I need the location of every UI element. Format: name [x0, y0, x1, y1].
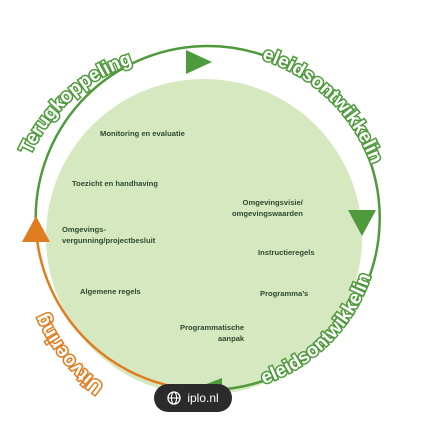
label-programmas: Programma’s — [260, 289, 309, 298]
badge-label: iplo.nl — [187, 391, 219, 405]
label-omgevingsvisie: Omgevingsvisie/ omgevingswaarden — [232, 198, 303, 218]
arrow-top-icon — [186, 50, 212, 74]
globe-icon — [167, 391, 181, 405]
inner-circle — [46, 79, 362, 395]
label-toezicht: Toezicht en handhaving — [72, 179, 158, 188]
label-instructieregels: Instructieregels — [258, 248, 315, 257]
label-monitoring: Monitoring en evaluatie — [100, 129, 185, 138]
label-omgevingsvergunning: Omgevings- vergunning/projectbesluit — [62, 225, 156, 245]
label-programmatische-aanpak: Programmatische aanpak — [180, 323, 245, 343]
label-algemene-regels: Algemene regels — [80, 287, 141, 296]
iplo-badge[interactable]: iplo.nl — [154, 384, 232, 412]
arrow-left-icon — [22, 216, 50, 242]
arrow-right-icon — [348, 210, 376, 236]
green-cycle-arc — [34, 44, 381, 392]
